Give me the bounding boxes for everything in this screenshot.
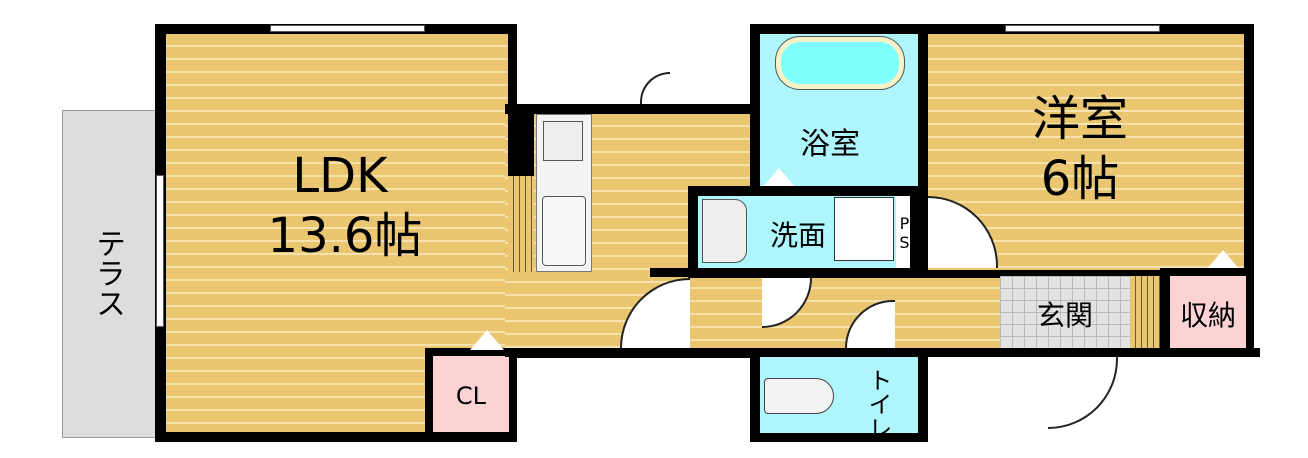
closet-label: CL bbox=[455, 382, 487, 410]
kitchen-step bbox=[508, 176, 534, 272]
window-ldk-left bbox=[156, 175, 164, 327]
entrance bbox=[1000, 276, 1130, 348]
storage-door-triangle bbox=[1206, 250, 1240, 270]
closet-door-triangle bbox=[470, 330, 504, 350]
toilet-icon bbox=[764, 378, 834, 414]
western-size-label: 6帖 bbox=[1040, 151, 1120, 207]
utility-door[interactable] bbox=[640, 72, 670, 104]
sink-icon bbox=[542, 196, 586, 266]
entrance-label: 玄関 bbox=[1036, 299, 1093, 332]
shoe-cabinet bbox=[1130, 276, 1160, 348]
toilet-label: トイレ bbox=[864, 368, 892, 440]
front-door[interactable] bbox=[1048, 357, 1118, 429]
ps-box bbox=[896, 196, 910, 268]
ldk-label: LDK bbox=[292, 148, 388, 204]
window-ldk-top bbox=[270, 25, 425, 32]
bath-door-triangle bbox=[762, 168, 796, 188]
bath-label: 浴室 bbox=[800, 127, 860, 162]
ps-label: PS bbox=[895, 214, 914, 252]
counter-wall bbox=[650, 268, 695, 277]
terrace bbox=[62, 110, 158, 438]
closet bbox=[433, 356, 509, 432]
stove-icon bbox=[543, 121, 583, 161]
vanity-icon bbox=[702, 199, 747, 263]
storage-label: 収納 bbox=[1179, 299, 1236, 332]
ldk-size-label: 13.6帖 bbox=[267, 208, 423, 264]
kitchen-pillar bbox=[508, 110, 534, 176]
window-western-top bbox=[1005, 25, 1160, 32]
washer-pan-icon bbox=[834, 197, 894, 261]
storage bbox=[1170, 276, 1246, 348]
washroom-label: 洗面 bbox=[769, 219, 826, 252]
bathtub-icon bbox=[775, 36, 905, 90]
terrace-label: テラス bbox=[90, 228, 125, 318]
western-label: 洋室 bbox=[1031, 91, 1128, 147]
